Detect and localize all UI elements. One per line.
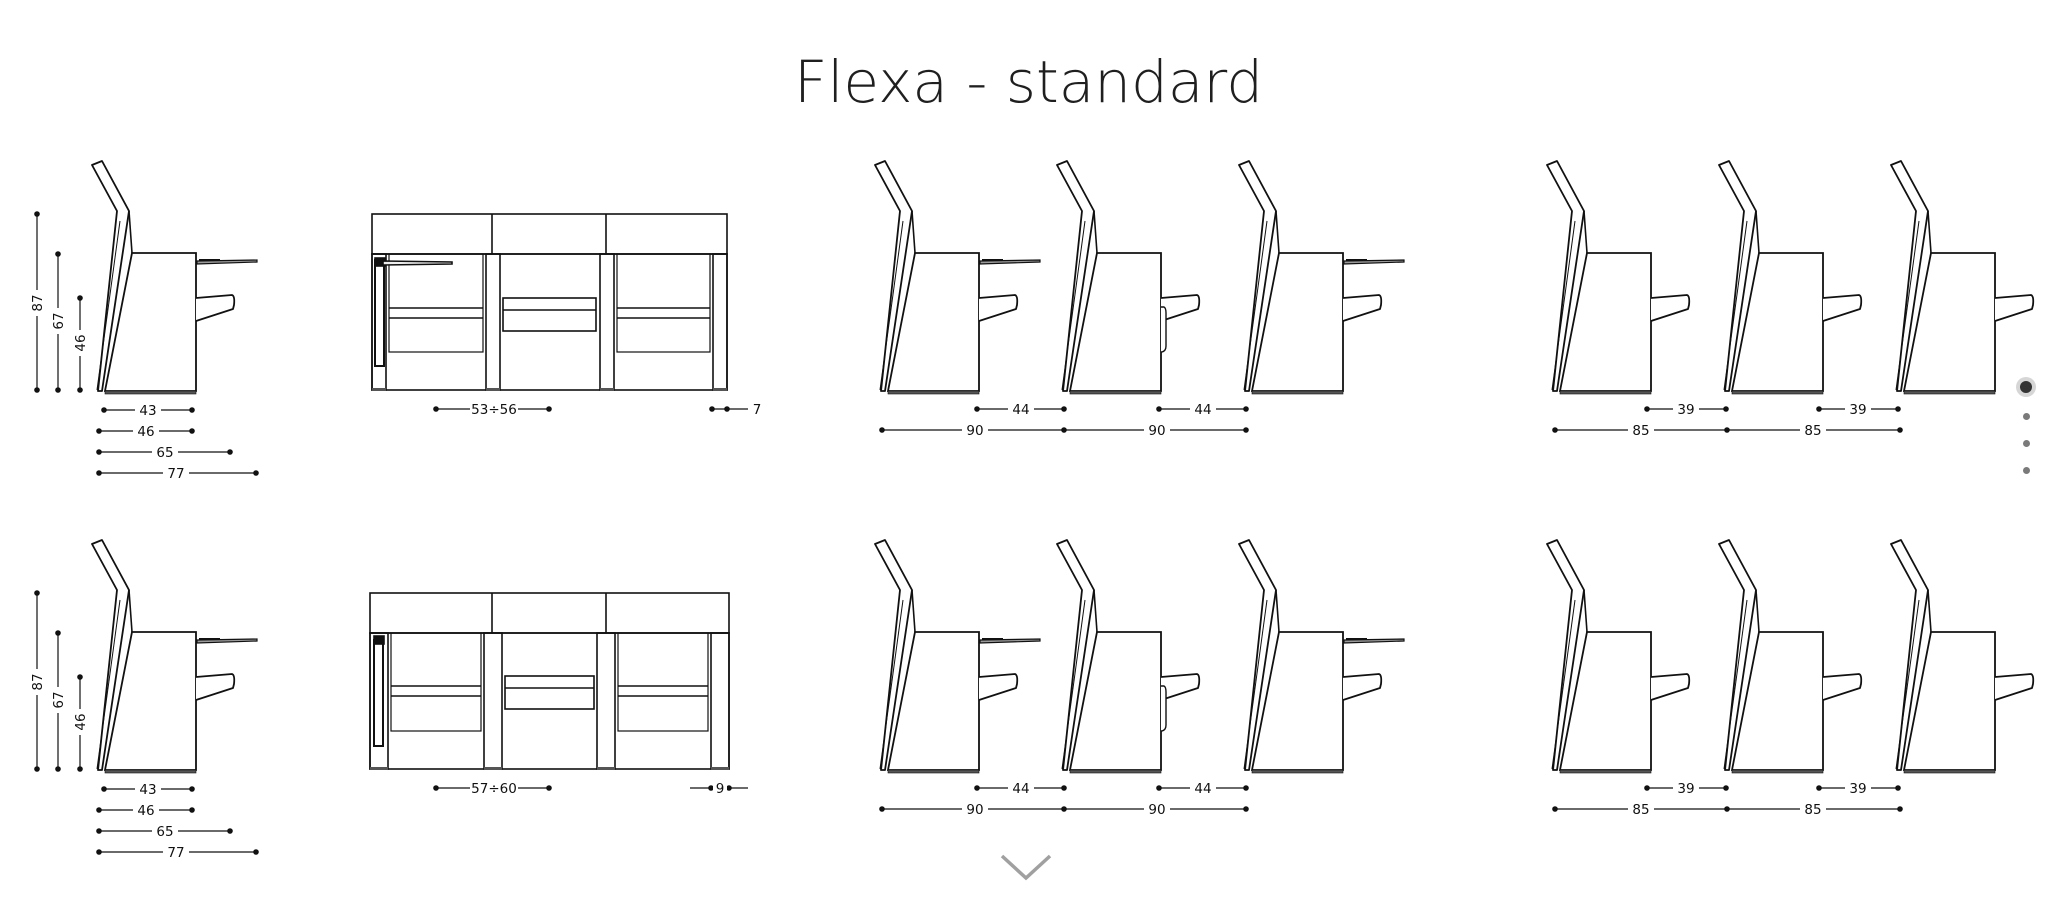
row-spacing-tablet [874, 160, 1405, 395]
svg-text:85: 85 [1632, 802, 1649, 818]
pager-dot-icon[interactable] [2022, 413, 2030, 420]
svg-text:44: 44 [1194, 781, 1211, 797]
side-view-chair [91, 160, 258, 395]
pager-dot-active-icon[interactable] [2020, 381, 2032, 393]
svg-text:90: 90 [1148, 423, 1165, 439]
row-1: 87 67 46 43 46 65 77 [29, 160, 2035, 482]
dim-seat-width: 53÷56 [471, 402, 517, 418]
svg-text:44: 44 [1012, 402, 1029, 418]
scroll-down-button[interactable] [996, 850, 1056, 886]
svg-text:90: 90 [966, 423, 983, 439]
svg-text:65: 65 [156, 824, 173, 840]
svg-text:77: 77 [167, 466, 184, 482]
svg-text:65: 65 [156, 445, 173, 461]
svg-text:90: 90 [966, 802, 983, 818]
page-title: Flexa - standard [793, 48, 1264, 116]
svg-text:87: 87 [30, 673, 46, 690]
svg-text:85: 85 [1804, 423, 1821, 439]
svg-text:85: 85 [1632, 423, 1649, 439]
pager-dot-icon[interactable] [2022, 467, 2030, 474]
svg-text:39: 39 [1849, 402, 1866, 418]
dim-height-46: 46 [73, 334, 89, 351]
svg-text:85: 85 [1804, 802, 1821, 818]
svg-text:46: 46 [137, 424, 154, 440]
pager-dot-icon[interactable] [2022, 440, 2030, 447]
dim-height-67: 67 [51, 312, 67, 329]
svg-text:43: 43 [139, 403, 156, 419]
svg-text:46: 46 [73, 713, 89, 730]
svg-text:43: 43 [139, 782, 156, 798]
svg-text:39: 39 [1849, 781, 1866, 797]
svg-text:44: 44 [1012, 781, 1029, 797]
dim-height-87: 87 [30, 294, 46, 311]
svg-text:39: 39 [1677, 781, 1694, 797]
dim-gap: 7 [753, 402, 762, 418]
svg-text:44: 44 [1194, 402, 1211, 418]
svg-text:67: 67 [51, 691, 67, 708]
front-view [371, 213, 728, 391]
svg-text:9: 9 [716, 781, 725, 797]
chevron-down-icon [1000, 854, 1052, 881]
svg-text:39: 39 [1677, 402, 1694, 418]
svg-text:57÷60: 57÷60 [471, 781, 517, 797]
svg-text:90: 90 [1148, 802, 1165, 818]
row-spacing-standard [1546, 160, 2035, 395]
row-2: 87 67 46 43 46 65 77 [29, 539, 2035, 861]
svg-text:46: 46 [137, 803, 154, 819]
svg-text:77: 77 [167, 845, 184, 861]
